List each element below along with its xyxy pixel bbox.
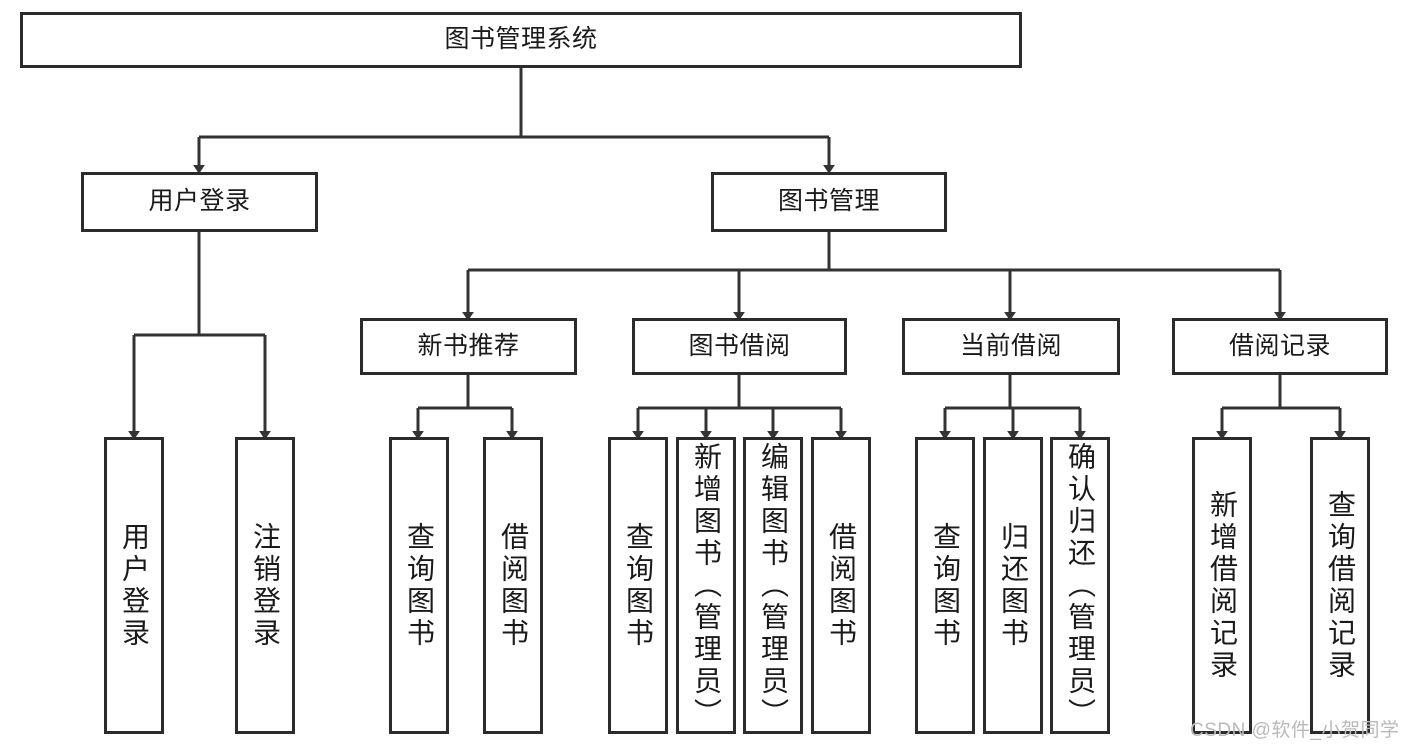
node-book-borrow[interactable]: 图书借阅 bbox=[632, 318, 847, 375]
leaf-borrow-record-add-label: 新增借阅记录 bbox=[1207, 489, 1238, 682]
node-user-login-label: 用户登录 bbox=[148, 187, 251, 216]
leaf-current-borrow-confirm[interactable]: 确认归还（管理员） bbox=[1050, 437, 1110, 734]
node-borrow-record-label: 借阅记录 bbox=[1228, 331, 1331, 360]
leaf-user-login-login-label: 用户登录 bbox=[119, 521, 150, 650]
node-book-management[interactable]: 图书管理 bbox=[711, 172, 947, 232]
leaf-current-borrow-return[interactable]: 归还图书 bbox=[983, 437, 1043, 734]
node-book-management-label: 图书管理 bbox=[777, 187, 880, 216]
leaf-borrow-record-query[interactable]: 查询借阅记录 bbox=[1310, 437, 1370, 734]
leaf-book-borrow-add[interactable]: 新增图书（管理员） bbox=[676, 437, 736, 734]
leaf-new-book-query-label: 查询图书 bbox=[404, 521, 435, 650]
node-current-borrow[interactable]: 当前借阅 bbox=[902, 318, 1120, 375]
node-user-login[interactable]: 用户登录 bbox=[81, 172, 318, 232]
leaf-new-book-query[interactable]: 查询图书 bbox=[389, 437, 449, 734]
leaf-book-borrow-query[interactable]: 查询图书 bbox=[608, 437, 668, 734]
leaf-current-borrow-return-label: 归还图书 bbox=[998, 521, 1029, 650]
leaf-user-login-login[interactable]: 用户登录 bbox=[104, 437, 164, 734]
leaf-book-borrow-add-label: 新增图书（管理员） bbox=[691, 441, 722, 730]
leaf-user-login-logout-label: 注销登录 bbox=[250, 521, 281, 650]
leaf-current-borrow-query[interactable]: 查询图书 bbox=[915, 437, 975, 734]
leaf-user-login-logout[interactable]: 注销登录 bbox=[235, 437, 295, 734]
leaf-current-borrow-confirm-label: 确认归还（管理员） bbox=[1065, 441, 1096, 730]
node-root-book-management-system[interactable]: 图书管理系统 bbox=[20, 12, 1022, 68]
leaf-borrow-record-query-label: 查询借阅记录 bbox=[1325, 489, 1356, 682]
node-current-borrow-label: 当前借阅 bbox=[959, 331, 1062, 360]
leaf-new-book-borrow-label: 借阅图书 bbox=[498, 521, 529, 650]
leaf-borrow-record-add[interactable]: 新增借阅记录 bbox=[1192, 437, 1252, 734]
node-root-label: 图书管理系统 bbox=[444, 25, 598, 54]
csdn-watermark: CSDN @软件_小贺同学 bbox=[1190, 720, 1400, 741]
leaf-new-book-borrow[interactable]: 借阅图书 bbox=[483, 437, 543, 734]
node-book-borrow-label: 图书借阅 bbox=[688, 331, 791, 360]
leaf-book-borrow-edit[interactable]: 编辑图书（管理员） bbox=[743, 437, 803, 734]
node-new-book-recommend-label: 新书推荐 bbox=[417, 331, 520, 360]
leaf-book-borrow-edit-label: 编辑图书（管理员） bbox=[758, 441, 789, 730]
node-borrow-record[interactable]: 借阅记录 bbox=[1172, 318, 1388, 375]
node-new-book-recommend[interactable]: 新书推荐 bbox=[360, 318, 577, 375]
leaf-current-borrow-query-label: 查询图书 bbox=[930, 521, 961, 650]
leaf-book-borrow-borrow[interactable]: 借阅图书 bbox=[811, 437, 871, 734]
leaf-book-borrow-query-label: 查询图书 bbox=[623, 521, 654, 650]
leaf-book-borrow-borrow-label: 借阅图书 bbox=[826, 521, 857, 650]
